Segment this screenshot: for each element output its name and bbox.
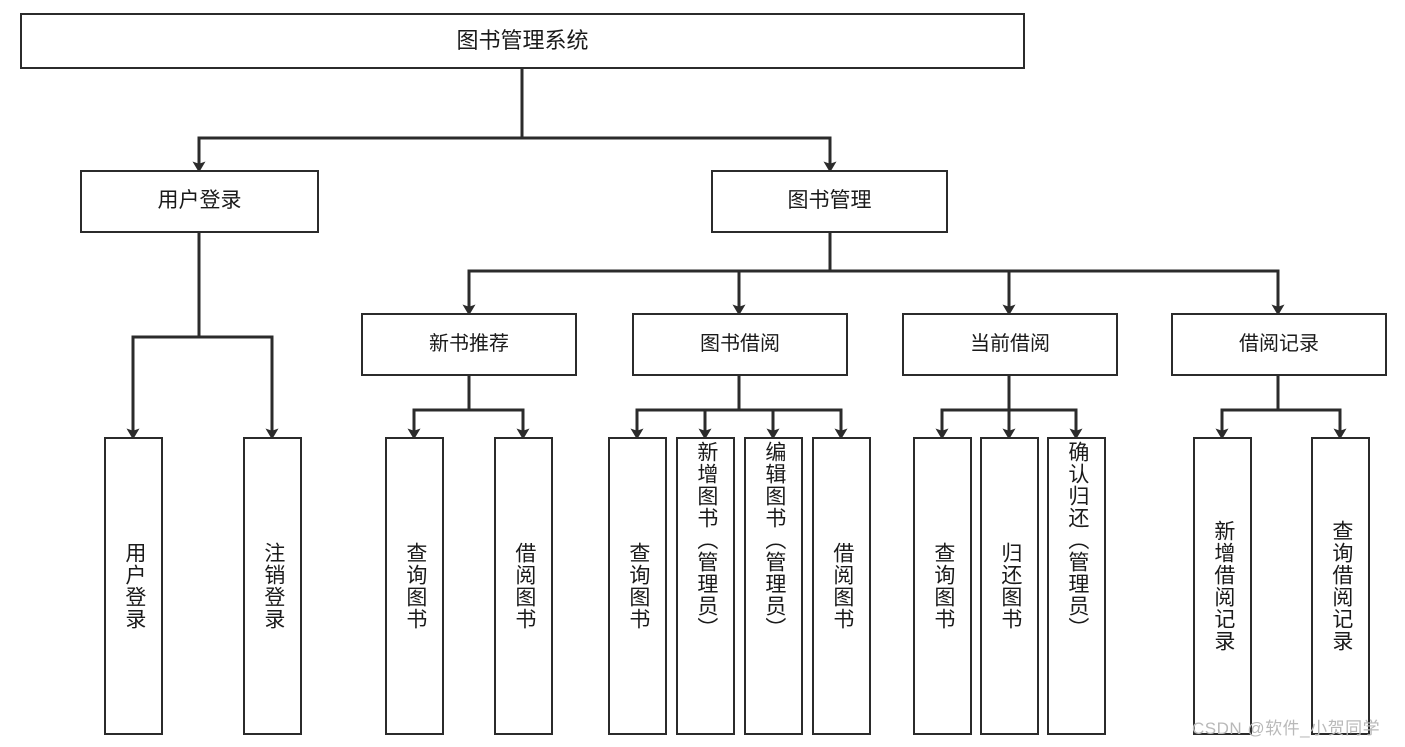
node-label: 用户登录 (122, 542, 146, 630)
node-book-management[interactable]: 图书管理 (711, 170, 948, 233)
node-leaf-query-book-borrow[interactable]: 查询图书 (608, 437, 667, 735)
node-user-login[interactable]: 用户登录 (80, 170, 319, 233)
node-leaf-add-borrow-record[interactable]: 新增借阅记录 (1193, 437, 1252, 735)
node-leaf-query-borrow-record[interactable]: 查询借阅记录 (1311, 437, 1370, 735)
node-label: 查询借阅记录 (1329, 520, 1353, 652)
node-label: 注销登录 (261, 542, 285, 630)
csdn-watermark: CSDN @软件_小贺同学 (1192, 719, 1381, 738)
node-label: 新书推荐 (429, 333, 509, 355)
node-book-borrow[interactable]: 图书借阅 (632, 313, 848, 376)
node-leaf-borrow-book[interactable]: 借阅图书 (812, 437, 871, 735)
node-leaf-query-book-current[interactable]: 查询图书 (913, 437, 972, 735)
node-root-book-management-system[interactable]: 图书管理系统 (20, 13, 1025, 69)
node-leaf-confirm-return-admin[interactable]: 确认归还（管理员） (1047, 437, 1106, 735)
node-leaf-add-book-admin[interactable]: 新增图书（管理员） (676, 437, 735, 735)
node-label: 图书管理系统 (456, 28, 589, 54)
node-new-book-recommend[interactable]: 新书推荐 (361, 313, 577, 376)
node-label: 用户登录 (157, 189, 242, 213)
node-label: 借阅图书 (512, 542, 536, 630)
node-leaf-edit-book-admin[interactable]: 编辑图书（管理员） (744, 437, 803, 735)
node-leaf-borrow-book-recommend[interactable]: 借阅图书 (494, 437, 553, 735)
node-leaf-user-login[interactable]: 用户登录 (104, 437, 163, 735)
node-label: 新增图书（管理员） (694, 441, 718, 639)
node-label: 归还图书 (998, 542, 1022, 630)
node-label: 编辑图书（管理员） (762, 441, 786, 639)
node-label: 查询图书 (626, 542, 650, 630)
node-label: 查询图书 (403, 542, 427, 630)
node-leaf-query-book-recommend[interactable]: 查询图书 (385, 437, 444, 735)
node-current-borrow[interactable]: 当前借阅 (902, 313, 1118, 376)
node-label: 查询图书 (931, 542, 955, 630)
node-label: 借阅图书 (830, 542, 854, 630)
node-leaf-logout-login[interactable]: 注销登录 (243, 437, 302, 735)
node-leaf-return-book[interactable]: 归还图书 (980, 437, 1039, 735)
node-borrow-record[interactable]: 借阅记录 (1171, 313, 1387, 376)
node-label: 确认归还（管理员） (1065, 441, 1089, 639)
node-label: 新增借阅记录 (1211, 520, 1235, 652)
node-label: 图书借阅 (700, 333, 780, 355)
node-label: 图书管理 (787, 189, 872, 213)
node-label: 当前借阅 (970, 333, 1050, 355)
node-label: 借阅记录 (1239, 333, 1319, 355)
